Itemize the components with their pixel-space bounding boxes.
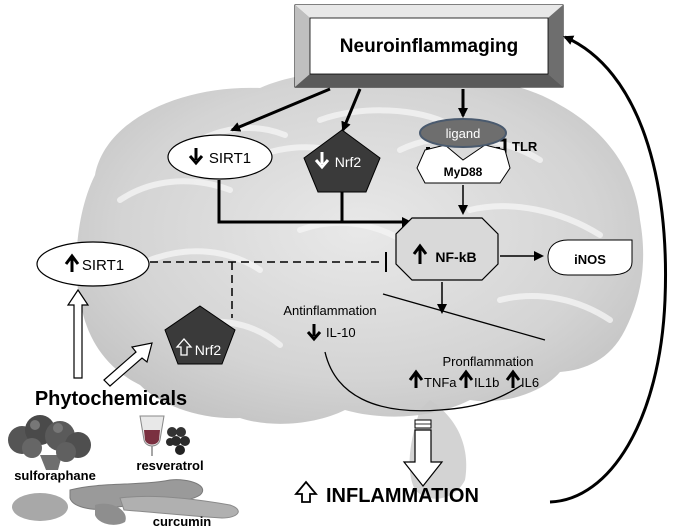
hollow-up-arrow-icon [294,480,318,503]
up-arrow-icon [412,243,428,264]
up-arrow-icon [458,369,474,388]
il6-label: IL6 [521,375,539,390]
sirt1-up-label: SIRT1 [82,257,124,274]
arrow-to-nrf2 [341,88,362,132]
grapes-wine-image [139,415,190,456]
proinflammation-label: Pronflammation [442,354,533,369]
feedback-loop-arrow [549,35,668,504]
il1b-label: IL1b [474,375,499,390]
tlr-label: TLR [512,139,538,154]
nrf2-up-label: Nrf2 [195,342,222,358]
inos-node: iNOS [547,239,633,276]
balance-curve [324,351,523,412]
tnfa-label: TNFa [424,375,457,390]
ligand-label: ligand [446,126,481,141]
tlr-complex: MyD88 ligand TLR [416,118,538,184]
nfkb-label: NF-kB [435,249,476,265]
nfkb-node: NF-kB [395,217,499,281]
curcumin-label: curcumin [153,514,212,529]
diagonal-separator [382,293,546,341]
down-arrow-icon [306,324,322,342]
resveratrol-label: resveratrol [136,458,203,473]
nrf2-up-node: Nrf2 [164,305,236,365]
neuroinflammaging-box: Neuroinflammaging [294,4,564,88]
myd88-label: MyD88 [444,165,483,179]
sirt1-down-label: SIRT1 [209,150,251,167]
nrf2-down-label: Nrf2 [335,154,362,170]
sirt1-down-node: SIRT1 [167,134,273,180]
hollow-up-arrow-icon [175,338,193,356]
down-arrow-icon [188,148,204,166]
phytochemicals-label: Phytochemicals [35,388,187,410]
turmeric-image [12,479,239,525]
sirt1-to-nfkb-line [217,180,412,227]
up-arrow-icon [408,369,424,388]
up-arrow-icon [64,253,80,272]
sulforaphane-label: sulforaphane [14,468,96,483]
up-arrow-icon [505,369,521,388]
brain-background-image [76,72,644,499]
il10-label: IL-10 [326,325,356,340]
antiinflammation-label: Antinflammation [283,303,376,318]
nrf2-down-node: Nrf2 [303,129,381,193]
inos-label: iNOS [574,252,606,267]
phyto-to-nrf2-arrow [103,342,153,387]
broccoli-image [8,415,91,470]
down-arrow-icon [314,152,330,170]
hollow-down-arrow [402,419,444,487]
phyto-to-sirt1-arrow [66,288,90,379]
sirt1-up-node: SIRT1 [36,241,150,287]
inflammation-label: INFLAMMATION [326,485,479,507]
arrow-to-sirt1 [230,87,331,132]
neuroinflammaging-title: Neuroinflammaging [340,36,518,57]
